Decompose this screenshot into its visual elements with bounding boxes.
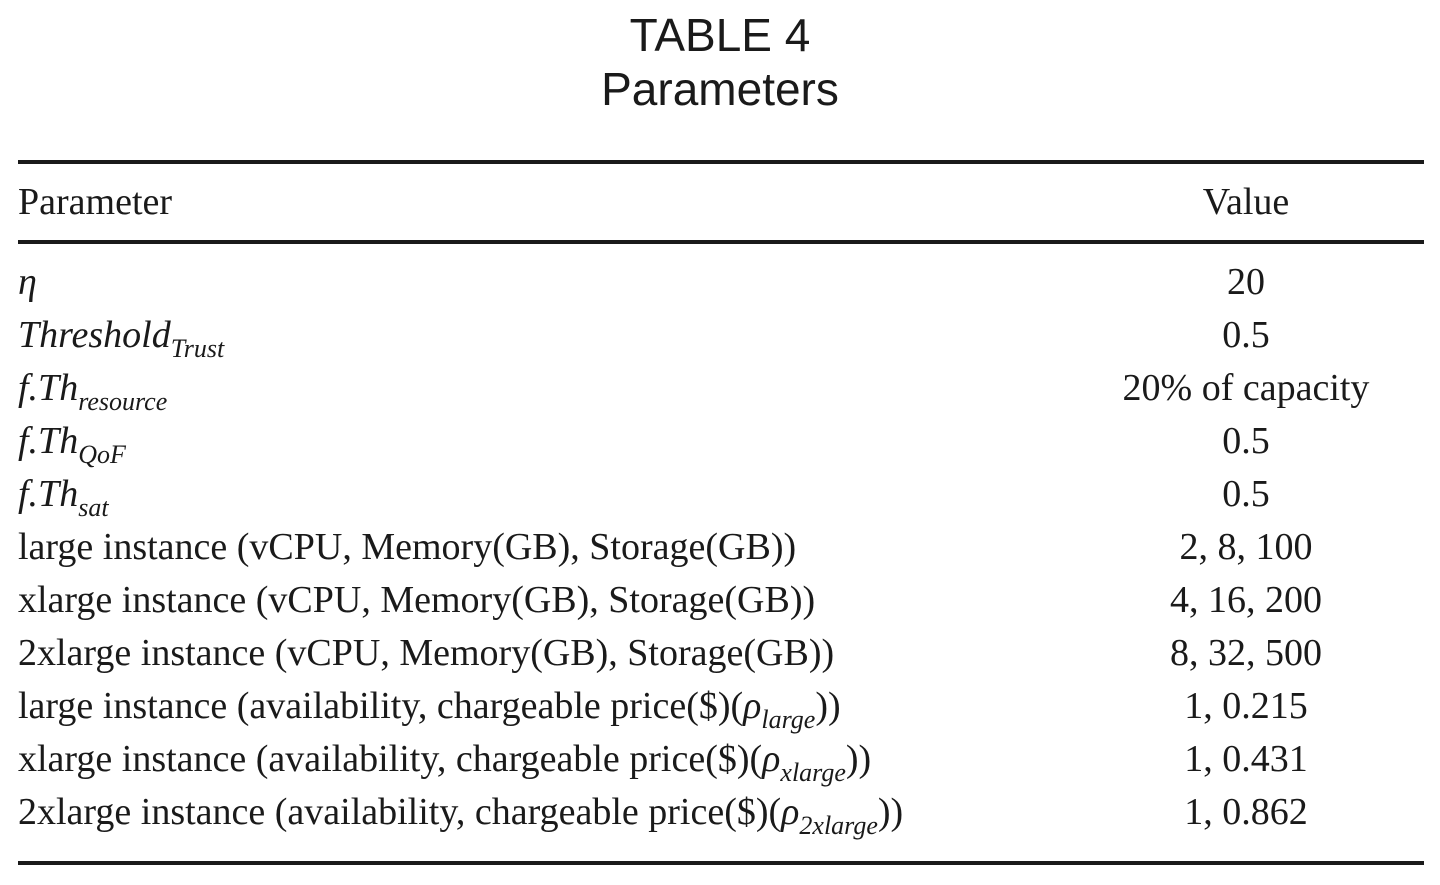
table-row: f.ThQoF 0.5: [18, 415, 1424, 469]
parameter-symbol: f.Th: [18, 367, 79, 409]
parameter-subscript: sat: [78, 493, 109, 522]
value-cell: 0.5: [1222, 420, 1270, 462]
rho-symbol: ρ: [781, 791, 800, 833]
parameter-cell: ThresholdTrust: [18, 309, 224, 365]
value-cell: 2, 8, 100: [1179, 526, 1313, 568]
table-row: f.Thsat 0.5: [18, 468, 1424, 522]
header-value: Value: [1202, 181, 1290, 223]
parameter-tail: )): [845, 738, 872, 780]
parameter-cell: 2xlarge instance (vCPU, Memory(GB), Stor…: [18, 632, 835, 674]
value-cell: 20: [1227, 261, 1265, 303]
table-row: ThresholdTrust 0.5: [18, 309, 1424, 363]
parameter-cell: large instance (vCPU, Memory(GB), Storag…: [18, 526, 797, 568]
parameter-tail: )): [877, 791, 904, 833]
parameter-text: 2xlarge instance (availability, chargeab…: [18, 791, 782, 833]
parameter-cell: f.Thsat: [18, 468, 109, 524]
parameter-symbol: Threshold: [18, 314, 171, 356]
parameter-cell: f.ThQoF: [18, 415, 126, 471]
table-row: η 20: [18, 256, 1424, 308]
table-row: xlarge instance (availability, chargeabl…: [18, 733, 1424, 787]
header-parameter: Parameter: [18, 181, 173, 223]
parameter-symbol: f.Th: [18, 420, 79, 462]
value-cell: 0.5: [1222, 473, 1270, 515]
parameter-tail: )): [815, 685, 841, 727]
table-label: TABLE 4: [629, 9, 811, 61]
value-cell: 1, 0.431: [1184, 738, 1308, 780]
value-cell: 0.5: [1222, 314, 1270, 356]
parameter-symbol: f.Th: [18, 473, 79, 515]
parameter-text: large instance (availability, chargeable…: [18, 685, 744, 727]
table-header-row: Parameter Value: [18, 176, 1424, 228]
table-header-rule: [18, 240, 1424, 244]
parameter-symbol: η: [18, 261, 37, 303]
parameter-subscript: 2xlarge: [799, 811, 878, 840]
parameter-subscript: resource: [78, 387, 168, 416]
value-cell: 8, 32, 500: [1170, 632, 1322, 674]
table-title: Parameters: [601, 63, 839, 115]
table-top-rule: [18, 160, 1424, 164]
rho-symbol: ρ: [743, 685, 762, 727]
parameter-subscript: QoF: [78, 440, 126, 469]
parameter-subscript: large: [761, 705, 816, 734]
value-cell: 1, 0.215: [1184, 685, 1308, 727]
parameter-cell: large instance (availability, chargeable…: [18, 680, 841, 736]
rho-symbol: ρ: [762, 738, 781, 780]
parameter-subscript: xlarge: [780, 758, 846, 787]
table-bottom-rule: [18, 861, 1424, 865]
table-row: xlarge instance (vCPU, Memory(GB), Stora…: [18, 574, 1424, 626]
table-row: large instance (vCPU, Memory(GB), Storag…: [18, 521, 1424, 573]
parameter-cell: 2xlarge instance (availability, chargeab…: [18, 786, 903, 842]
parameter-cell: xlarge instance (availability, chargeabl…: [18, 733, 871, 789]
parameter-cell: xlarge instance (vCPU, Memory(GB), Stora…: [18, 579, 816, 621]
table-row: f.Thresource 20% of capacity: [18, 362, 1424, 416]
parameter-text: xlarge instance (availability, chargeabl…: [18, 738, 763, 780]
table-row: large instance (availability, chargeable…: [18, 680, 1424, 734]
parameter-subscript: Trust: [170, 334, 225, 363]
parameter-cell: η: [18, 256, 37, 308]
parameter-cell: f.Thresource: [18, 362, 167, 418]
value-cell: 4, 16, 200: [1170, 579, 1322, 621]
table-row: 2xlarge instance (vCPU, Memory(GB), Stor…: [18, 627, 1424, 679]
value-cell: 1, 0.862: [1184, 791, 1308, 833]
value-cell: 20% of capacity: [1122, 367, 1370, 409]
table-row: 2xlarge instance (availability, chargeab…: [18, 786, 1424, 840]
